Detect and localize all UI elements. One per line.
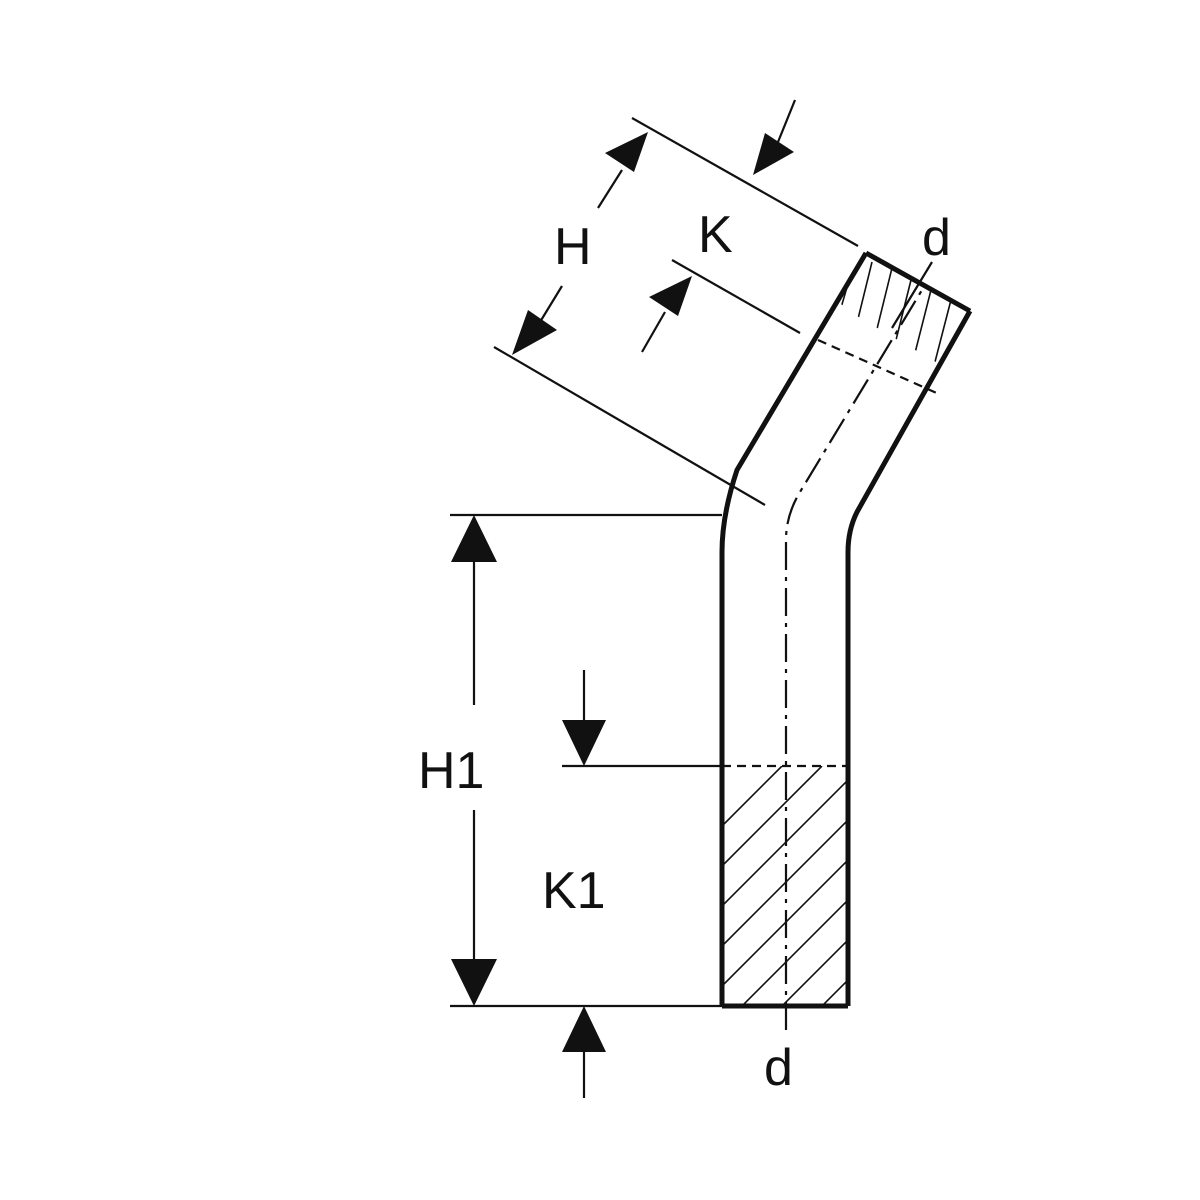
h-extension-bottom — [493, 346, 766, 506]
dimension-k1: K1 — [542, 670, 722, 1098]
pipe-left-wall — [719, 251, 869, 1006]
dimension-k: K — [641, 99, 801, 353]
pipe-centerline — [784, 289, 923, 1030]
h1-arrow-up — [451, 515, 497, 562]
k1-label: K1 — [542, 862, 606, 920]
bottom-socket-hatch — [722, 766, 848, 1006]
dimension-h1: H1 — [418, 513, 722, 1008]
k1-arrow-bottom — [562, 1006, 606, 1052]
h-arrow-lower-shaft — [539, 285, 563, 323]
k1-arrow-top — [562, 720, 606, 766]
d-bottom-label: d — [764, 1039, 793, 1097]
d-top-callout: d — [891, 209, 951, 329]
k-arrow-lower-shaft — [641, 311, 666, 353]
h-arrow-lower — [512, 310, 557, 355]
k-arrow-upper-shaft — [776, 99, 797, 143]
h-arrow-upper — [605, 132, 648, 172]
bottom-socket-section — [722, 764, 848, 1006]
k-label: K — [698, 206, 733, 264]
pipe-right-wall — [845, 309, 973, 1006]
top-socket-boundary-dashed — [817, 338, 942, 397]
k-arrow-lower — [649, 276, 692, 316]
h-arrow-upper-shaft — [597, 169, 623, 209]
h-label: H — [554, 218, 592, 276]
h1-arrow-down — [451, 959, 497, 1006]
k-extension-line — [671, 259, 801, 334]
d-top-leader — [891, 261, 933, 329]
d-top-label: d — [922, 209, 951, 267]
top-socket-section — [817, 261, 953, 397]
k-arrow-upper — [753, 133, 794, 175]
dimension-h: H — [493, 117, 859, 506]
top-socket-hatch — [838, 261, 953, 365]
pipe-end-face — [864, 250, 972, 314]
h1-label: H1 — [418, 742, 484, 800]
pipe-outline — [719, 250, 973, 1009]
h-extension-top — [631, 117, 859, 247]
